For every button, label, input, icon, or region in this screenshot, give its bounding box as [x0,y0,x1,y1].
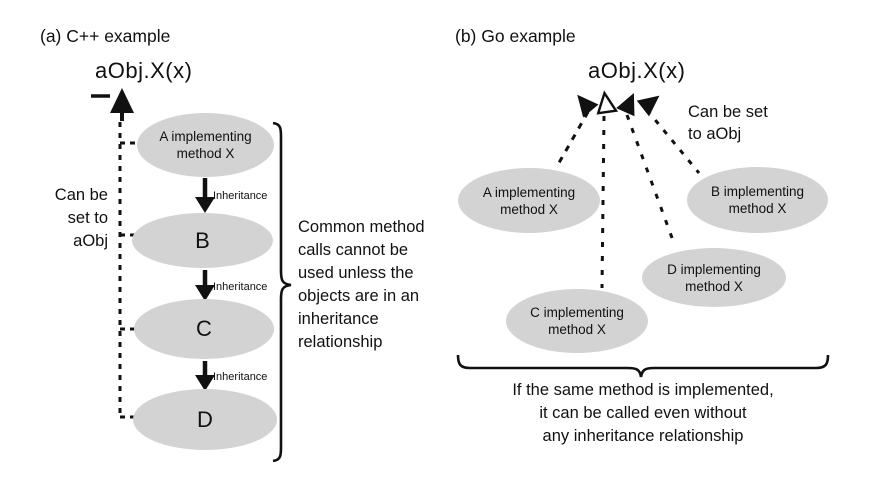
node-d-go: D implementing method X [642,248,786,307]
node-b-go-label: B implementing method X [710,184,805,216]
brace-bottom-icon [456,354,830,378]
inheritance-arrow-c-d [195,361,215,391]
inheritance-label-1: Inheritance [213,190,268,202]
panel-b-side-note: Can be set to aObj [688,103,768,143]
converging-arrowheads-icon [577,90,660,118]
node-b-go: B implementing method X [687,167,828,233]
panel-b-caption: If the same method is implemented, it ca… [512,381,774,445]
panel-b-title: (b) Go example [455,26,576,46]
inheritance-label-2: Inheritance [213,281,268,293]
node-b-cpp-label: B [195,227,210,253]
inheritance-arrow-b-c [195,270,215,301]
panel-a-call-expression: aObj.X(x) [95,58,193,83]
inheritance-label-3: Inheritance [213,371,268,383]
node-b-cpp: B [132,213,273,268]
inheritance-arrow-a-b [195,178,215,213]
node-a-cpp-label: A implementing method X [159,129,252,161]
brace-right-icon [272,121,292,463]
panel-a-side-note: Can be set to aObj [54,186,108,250]
node-c-go-label: C implementing method X [530,305,624,337]
panel-b-call-expression: aObj.X(x) [588,58,686,83]
panel-a-title: (a) C++ example [40,26,171,46]
dashed-link-c [600,115,606,289]
dashed-link-b [645,109,701,174]
node-a-go: A implementing method X [458,168,600,233]
node-d-go-label: D implementing method X [667,261,761,294]
node-c-go: C implementing method X [506,289,648,353]
node-c-cpp: C [134,299,274,359]
node-a-go-label: A implementing method X [482,184,576,217]
node-c-cpp-label: C [196,316,212,341]
up-arrow-icon [110,88,134,121]
node-d-cpp: D [133,389,277,450]
node-a-cpp: A implementing method X [137,113,274,177]
dashed-link-d [625,114,677,247]
node-d-cpp-label: D [197,406,213,432]
dashed-link-a [554,111,590,169]
panel-a-brace-note: Common method calls cannot be used unles… [298,218,425,351]
